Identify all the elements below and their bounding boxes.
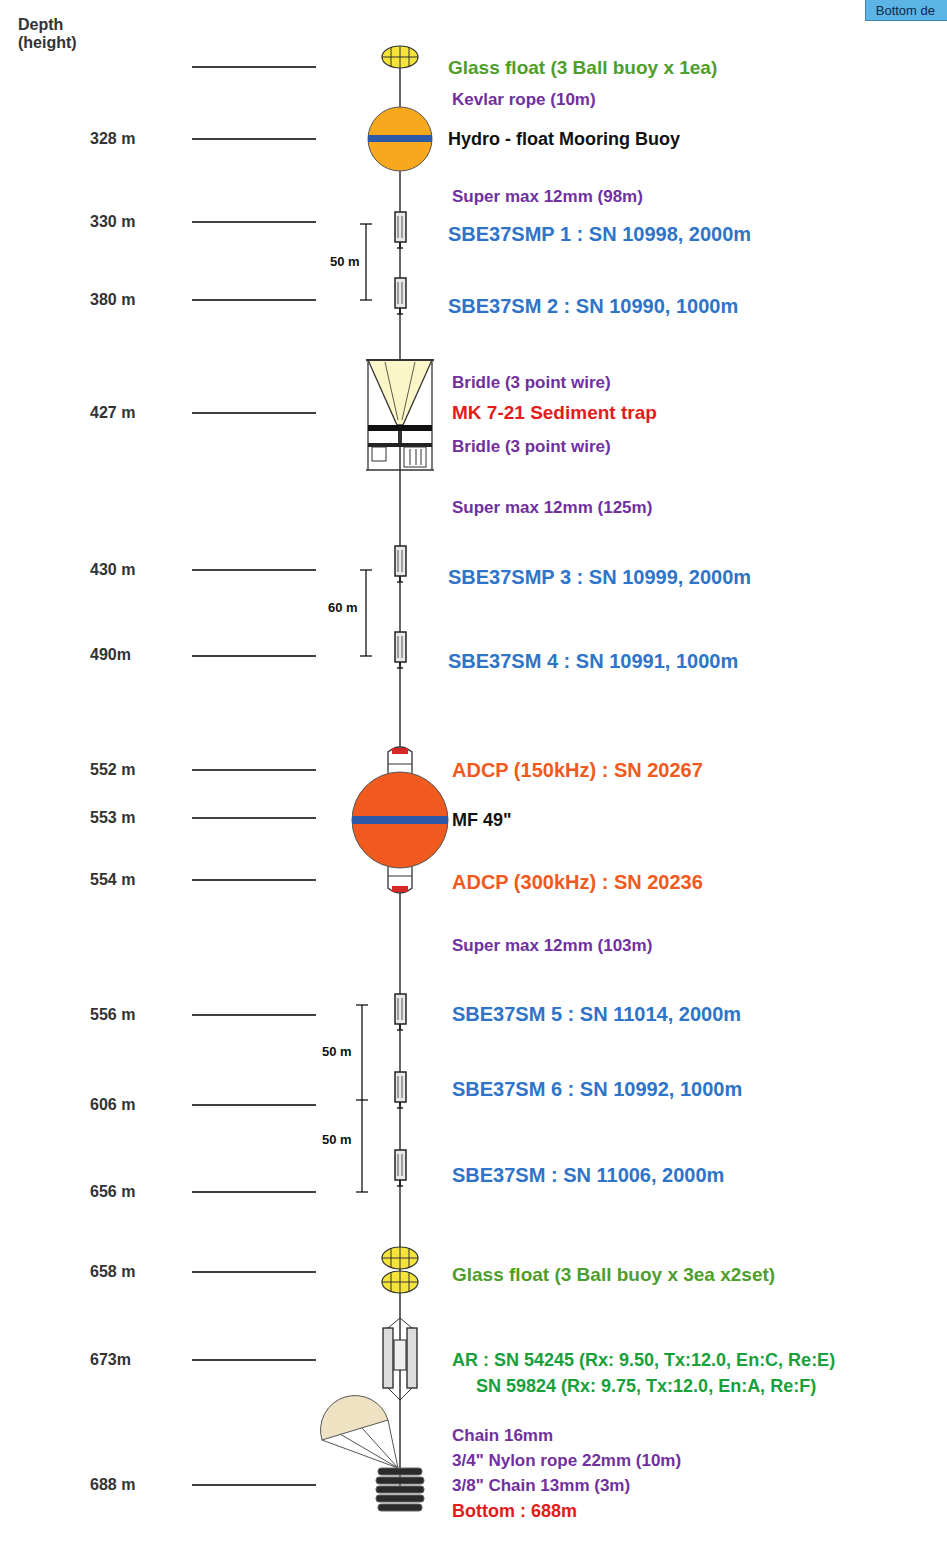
label-text: ADCP (300kHz) : SN 20236: [452, 871, 703, 894]
label-text: 60 m: [328, 601, 358, 616]
label-text: Bridle (3 point wire): [452, 373, 611, 393]
glass-float-set: [382, 1247, 418, 1293]
label-text: MK 7-21 Sediment trap: [452, 402, 657, 424]
label-text: 427 m: [90, 404, 135, 422]
label-text: Super max 12mm (98m): [452, 187, 643, 207]
label-text: 553 m: [90, 809, 135, 827]
label-text: 656 m: [90, 1183, 135, 1201]
label-text: 380 m: [90, 291, 135, 309]
parachute: [321, 1396, 398, 1468]
adcp-float: [352, 747, 448, 893]
label-text: 50 m: [330, 255, 360, 270]
label-text: SBE37SM 6 : SN 10992, 1000m: [452, 1078, 742, 1101]
label-text: 556 m: [90, 1006, 135, 1024]
label-text: SBE37SM : SN 11006, 2000m: [452, 1164, 724, 1187]
label-text: 490m: [90, 646, 131, 664]
label-text: SBE37SM 4 : SN 10991, 1000m: [448, 650, 738, 673]
label-text: Super max 12mm (103m): [452, 936, 652, 956]
label-text: Kevlar rope (10m): [452, 90, 596, 110]
anchor-weight: [376, 1468, 424, 1511]
label-text: SBE37SMP 3 : SN 10999, 2000m: [448, 566, 751, 589]
tag-box: Bottom de: [865, 0, 947, 21]
label-text: Glass float (3 Ball buoy x 1ea): [448, 57, 717, 79]
label-text: SBE37SM 5 : SN 11014, 2000m: [452, 1003, 741, 1026]
sediment-trap: [366, 360, 434, 470]
tag-text: Bottom de: [876, 3, 935, 18]
label-text: Chain 16mm: [452, 1426, 553, 1446]
label-text: 330 m: [90, 213, 135, 231]
label-text: Super max 12mm (125m): [452, 498, 652, 518]
depth-ticks: [192, 67, 316, 1485]
label-text: Glass float (3 Ball buoy x 3ea x2set): [452, 1264, 775, 1286]
label-text: SBE37SMP 1 : SN 10998, 2000m: [448, 223, 751, 246]
label-text: 50 m: [322, 1045, 352, 1060]
label-text: Bridle (3 point wire): [452, 437, 611, 457]
spacing-brackets: [356, 224, 372, 1192]
label-text: Depth (height): [18, 16, 98, 53]
label-text: 658 m: [90, 1263, 135, 1281]
label-text: Hydro - float Mooring Buoy: [448, 129, 680, 150]
label-text: 606 m: [90, 1096, 135, 1114]
label-text: 673m: [90, 1351, 131, 1369]
label-text: SBE37SM 2 : SN 10990, 1000m: [448, 295, 738, 318]
label-text: SN 59824 (Rx: 9.75, Tx:12.0, En:A, Re:F): [476, 1376, 816, 1397]
label-text: Bottom : 688m: [452, 1501, 577, 1522]
label-text: ADCP (150kHz) : SN 20267: [452, 759, 703, 782]
label-text: 554 m: [90, 871, 135, 889]
label-text: 688 m: [90, 1476, 135, 1494]
label-text: 430 m: [90, 561, 135, 579]
label-text: 50 m: [322, 1133, 352, 1148]
label-text: 552 m: [90, 761, 135, 779]
label-text: MF 49": [452, 810, 512, 831]
label-text: AR : SN 54245 (Rx: 9.50, Tx:12.0, En:C, …: [452, 1350, 835, 1371]
label-text: 3/8" Chain 13mm (3m): [452, 1476, 630, 1496]
acoustic-release: [383, 1318, 417, 1400]
label-text: 328 m: [90, 130, 135, 148]
label-text: 3/4" Nylon rope 22mm (10m): [452, 1451, 681, 1471]
